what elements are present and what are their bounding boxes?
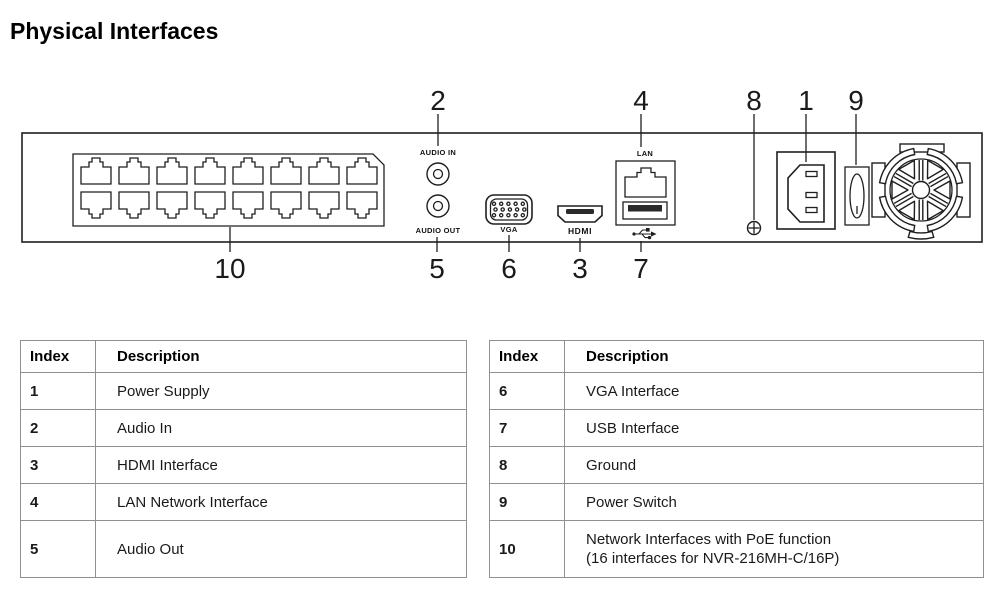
table-row: 4 LAN Network Interface: [20, 483, 467, 521]
description-header: Description: [564, 340, 984, 373]
table-row: 7 USB Interface: [489, 409, 984, 447]
description-cell: Audio Out: [95, 520, 467, 578]
table-header-row: Index Description: [489, 340, 984, 373]
svg-text:8: 8: [746, 85, 762, 116]
description-cell: LAN Network Interface: [95, 483, 467, 521]
power-switch: [844, 166, 870, 226]
index-cell: 8: [489, 446, 565, 484]
description-cell: HDMI Interface: [95, 446, 467, 484]
page-title: Physical Interfaces: [10, 18, 219, 44]
table-row: 2 Audio In: [20, 409, 467, 447]
fan-blades: [891, 159, 951, 221]
fan: [871, 143, 971, 240]
description-cell: USB Interface: [564, 409, 984, 447]
hdmi-connector: HDMI: [557, 205, 603, 236]
table-row: 10 Network Interfaces with PoE function …: [489, 520, 984, 578]
audio-in-jack: [426, 162, 450, 186]
power-supply-inlet: [776, 151, 836, 230]
description-cell: VGA Interface: [564, 372, 984, 410]
audio-out-jack: [426, 194, 450, 218]
vga-label: VGA: [500, 225, 517, 234]
callout-hdmi: 3: [572, 238, 588, 284]
svg-text:5: 5: [429, 253, 445, 284]
index-cell: 10: [489, 520, 565, 578]
index-cell: 6: [489, 372, 565, 410]
index-cell: 7: [489, 409, 565, 447]
callout-audio-out: 5: [429, 237, 445, 284]
index-cell: 9: [489, 483, 565, 521]
lan-rj45-port: [624, 167, 667, 198]
rj45-ports-bottom-row: [80, 191, 378, 219]
svg-text:7: 7: [633, 253, 649, 284]
callout-vga: 6: [501, 235, 517, 284]
callout-usb: 7: [633, 241, 649, 284]
usb-icon: [632, 228, 657, 240]
description-cell: Power Supply: [95, 372, 467, 410]
index-cell: 2: [20, 409, 96, 447]
table-row: 1 Power Supply: [20, 372, 467, 410]
index-cell: 1: [20, 372, 96, 410]
rj45-ports-top-row: [80, 157, 378, 185]
rear-panel-diagram: AUDIO IN AUDIO OUT VGA HDMI LAN: [21, 85, 983, 284]
table-row: 6 VGA Interface: [489, 372, 984, 410]
callout-audio-in: 2: [430, 85, 446, 146]
description-header: Description: [95, 340, 467, 373]
index-header: Index: [489, 340, 565, 373]
vga-connector: VGA: [485, 194, 533, 234]
callout-lan: 4: [633, 85, 649, 147]
audio-out-label: AUDIO OUT: [416, 226, 461, 235]
description-cell: Network Interfaces with PoE function (16…: [564, 520, 984, 578]
callout-power-supply: 1: [798, 85, 814, 162]
hdmi-label: HDMI: [568, 226, 592, 236]
interface-table-right: Index Description 6 VGA Interface 7 USB …: [489, 340, 984, 578]
lan-label: LAN: [637, 149, 653, 158]
audio-in-label: AUDIO IN: [420, 148, 456, 157]
table-header-row: Index Description: [20, 340, 467, 373]
callout-ground: 8: [746, 85, 762, 220]
description-cell: Audio In: [95, 409, 467, 447]
svg-text:1: 1: [798, 85, 814, 116]
ground-screw: [746, 220, 762, 236]
table-row: 9 Power Switch: [489, 483, 984, 521]
description-cell: Power Switch: [564, 483, 984, 521]
svg-text:6: 6: [501, 253, 517, 284]
index-cell: 5: [20, 520, 96, 578]
audio-connectors: AUDIO IN AUDIO OUT: [416, 148, 461, 235]
svg-text:2: 2: [430, 85, 446, 116]
chassis-outline: [21, 132, 983, 243]
table-row: 5 Audio Out: [20, 520, 467, 578]
svg-text:9: 9: [848, 85, 864, 116]
interface-description-tables: Index Description 1 Power Supply 2 Audio…: [20, 340, 984, 578]
svg-text:10: 10: [214, 253, 245, 284]
callout-poe-ports: 10: [214, 227, 246, 284]
usb-port: [622, 201, 668, 220]
svg-text:3: 3: [572, 253, 588, 284]
index-cell: 4: [20, 483, 96, 521]
index-header: Index: [20, 340, 96, 373]
interface-table-left: Index Description 1 Power Supply 2 Audio…: [20, 340, 467, 578]
svg-text:4: 4: [633, 85, 649, 116]
table-row: 8 Ground: [489, 446, 984, 484]
callout-power-switch: 9: [848, 85, 864, 165]
table-row: 3 HDMI Interface: [20, 446, 467, 484]
lan-usb-block: LAN: [615, 149, 676, 240]
index-cell: 3: [20, 446, 96, 484]
description-cell: Ground: [564, 446, 984, 484]
poe-port-block: [72, 153, 385, 227]
